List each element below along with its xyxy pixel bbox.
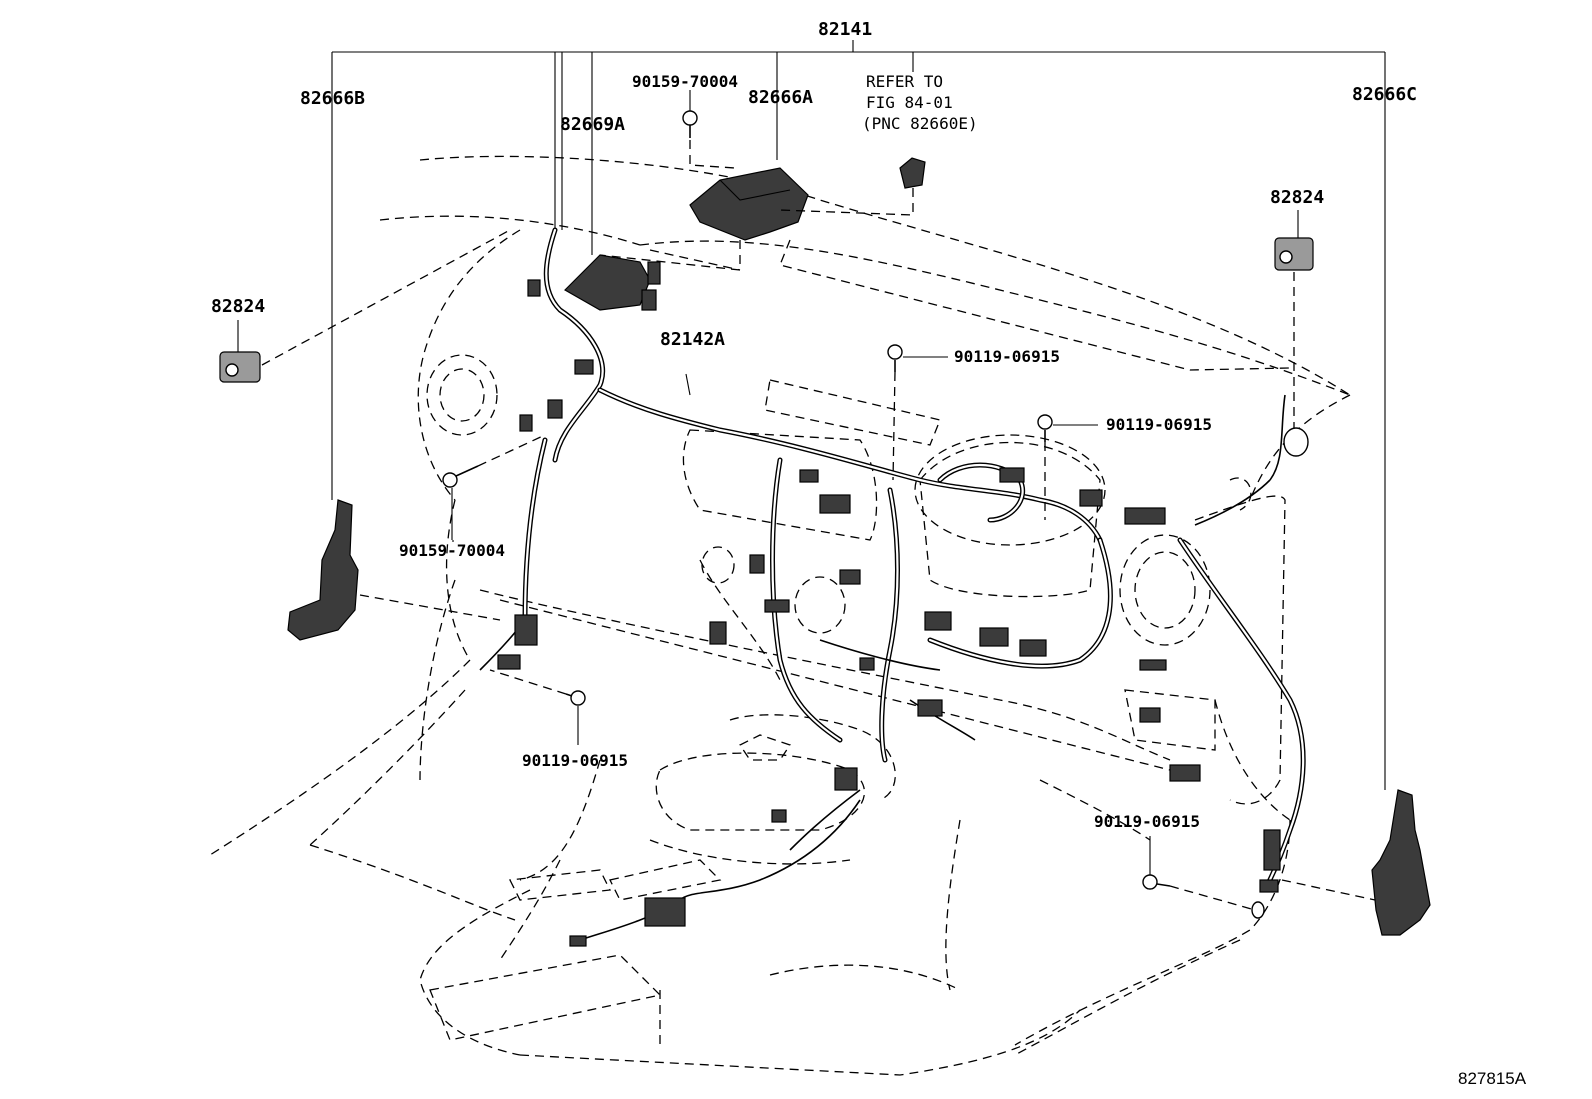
bolt-90119-06915-lower-left [489,669,586,745]
bolt-90119-06915-center [887,344,948,481]
reference-note-line-2: FIG 84-01 [866,93,953,112]
center-console-outline [419,714,1081,1076]
label-82666C: 82666C [1352,84,1417,105]
label-82141: 82141 [818,19,872,40]
dashboard-body-outline [209,155,1351,1056]
relay-block-82669A-part [564,249,741,311]
reference-note-line-3: (PNC 82660E) [862,114,978,133]
bolt-90119-06915-right-upper [1037,414,1098,520]
screw-90159-70004-top [682,97,698,138]
main-harness [479,227,1306,941]
part-labels: 82141 82666B 82666C 82666A 82669A 82142A… [211,19,1527,1088]
label-90119-06915-right-upper: 90119-06915 [1106,415,1212,434]
label-90159-70004-left: 90159-70004 [399,541,505,560]
clamp-82824-left-part [219,229,511,383]
bracket-82666C-part [1281,789,1431,936]
reference-part-82660E [779,68,926,216]
leader-lines [452,90,691,542]
label-82666B: 82666B [300,88,365,109]
clamp-82824-right-part [1274,210,1314,457]
label-90119-06915-lower-left: 90119-06915 [522,751,628,770]
label-90119-06915-lower-right: 90119-06915 [1094,812,1200,831]
label-82669A: 82669A [560,114,625,135]
label-90159-70004-top: 90159-70004 [632,72,738,91]
label-82824-left: 82824 [211,296,265,317]
bracket-82666B-part [287,499,501,641]
harness-connectors [497,279,1281,947]
figure-code: 827815A [1458,1069,1527,1088]
label-82666A: 82666A [748,87,813,108]
reference-note-line-1: REFER TO [866,72,943,91]
screw-90159-70004-left [442,434,546,540]
bolt-90119-06915-lower-right [1142,836,1265,919]
label-82142A: 82142A [660,329,725,350]
label-90119-06915-center: 90119-06915 [954,347,1060,366]
assembly-bracket [331,40,1386,790]
label-82824-right: 82824 [1270,187,1324,208]
